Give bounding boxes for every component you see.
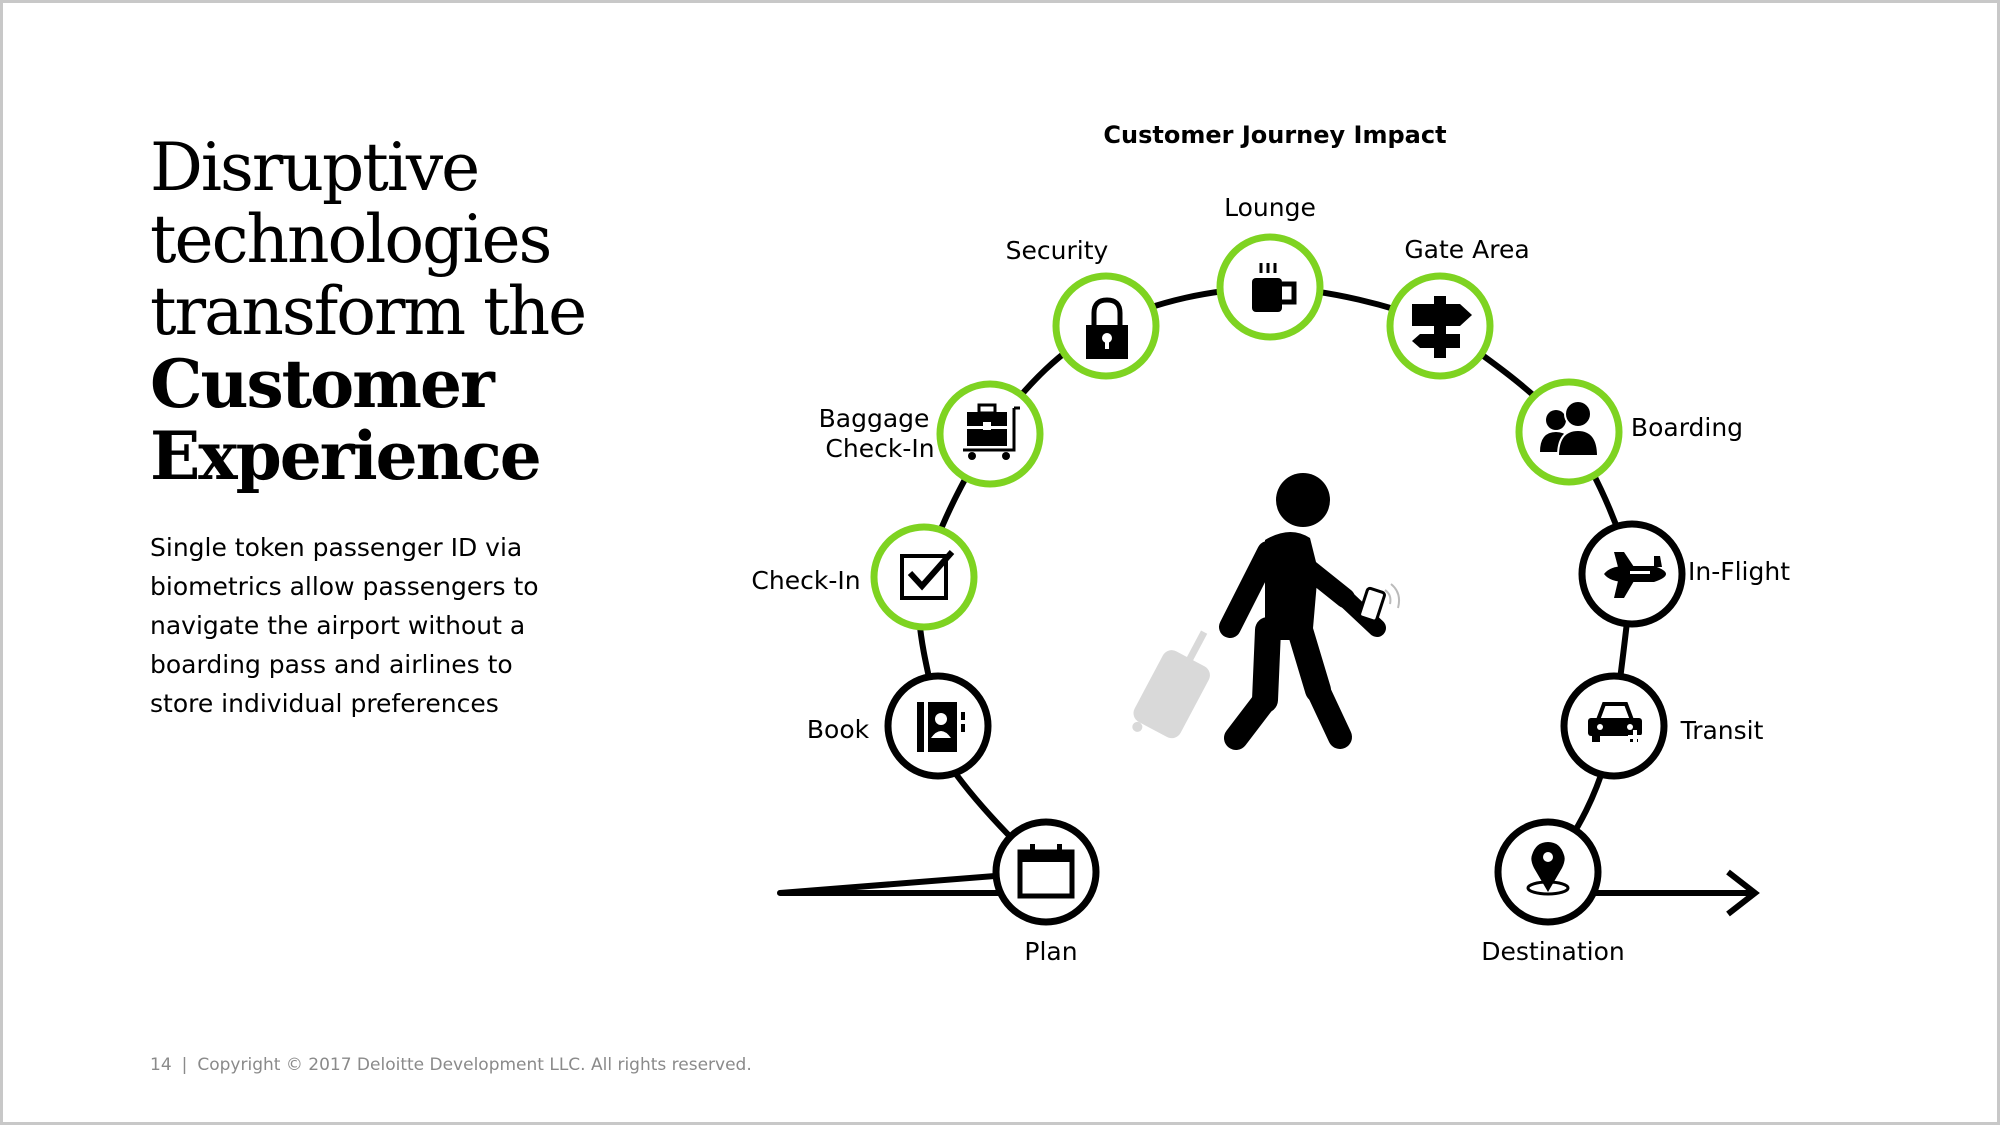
car-icon: [1588, 702, 1642, 744]
stage-baggage-check-in: Baggage Check-In: [819, 380, 1044, 488]
footer-separator: |: [181, 1055, 188, 1075]
baggage-label-line-2: Check-In: [825, 434, 934, 463]
page-number: 14: [150, 1055, 172, 1075]
stage-label-plan: Plan: [1024, 937, 1077, 966]
stage-transit: Transit: [1560, 672, 1764, 780]
stage-in-flight: In-Flight: [1578, 520, 1790, 628]
diagram-title: Customer Journey Impact: [1103, 121, 1446, 149]
end-arrowhead: [1726, 869, 1760, 917]
phone-icon: [1358, 586, 1386, 623]
headline-line-5: Experience: [150, 417, 542, 495]
headline-line-2: technologies: [150, 201, 552, 278]
copyright-text: Copyright © 2017 Deloitte Development LL…: [197, 1055, 752, 1075]
stage-security: Security: [1006, 236, 1160, 380]
stage-label-book: Book: [807, 715, 870, 744]
luggage-cart-icon: [963, 403, 1020, 460]
stage-lounge: Lounge: [1216, 193, 1324, 341]
stage-label-in-flight: In-Flight: [1688, 557, 1790, 586]
headline-line-1: Disruptive: [150, 129, 480, 206]
stage-label-gate-area: Gate Area: [1404, 235, 1529, 264]
stage-label-destination: Destination: [1481, 937, 1624, 966]
stage-destination: Destination: [1481, 818, 1625, 966]
walking-traveler-icon: [1132, 473, 1401, 750]
calendar-icon: [1017, 844, 1075, 899]
airplane-icon: [1604, 552, 1666, 598]
stage-label-baggage-check-in: Baggage Check-In: [819, 404, 938, 463]
address-book-icon: [917, 702, 965, 752]
signpost-icon: [1412, 296, 1472, 358]
stage-check-in: Check-In: [751, 523, 978, 631]
stage-label-lounge: Lounge: [1224, 193, 1316, 222]
baggage-label-line-1: Baggage: [819, 404, 930, 433]
headline-line-3: transform the: [150, 273, 587, 350]
body-text: Single token passenger ID via biometrics…: [150, 533, 539, 718]
stage-label-transit: Transit: [1680, 716, 1764, 745]
stage-gate-area: Gate Area: [1386, 235, 1530, 380]
people-icon: [1540, 400, 1600, 457]
padlock-icon: [1086, 297, 1128, 359]
coffee-cup-icon: [1252, 263, 1297, 312]
stage-label-security: Security: [1006, 236, 1109, 265]
location-pin-icon: [1526, 842, 1570, 896]
checkbox-icon: [900, 550, 955, 600]
stage-plan: Plan: [992, 818, 1100, 966]
footer: 14 | Copyright © 2017 Deloitte Development…: [150, 1055, 752, 1075]
stage-label-check-in: Check-In: [751, 566, 860, 595]
headline-line-4: Customer: [150, 345, 495, 423]
headline: Disruptive technologies transform the Cu…: [150, 129, 630, 495]
stage-book: Book: [807, 672, 992, 780]
stage-label-boarding: Boarding: [1631, 413, 1743, 442]
luggage-icon: [1132, 630, 1210, 739]
stage-boarding: Boarding: [1515, 378, 1743, 486]
